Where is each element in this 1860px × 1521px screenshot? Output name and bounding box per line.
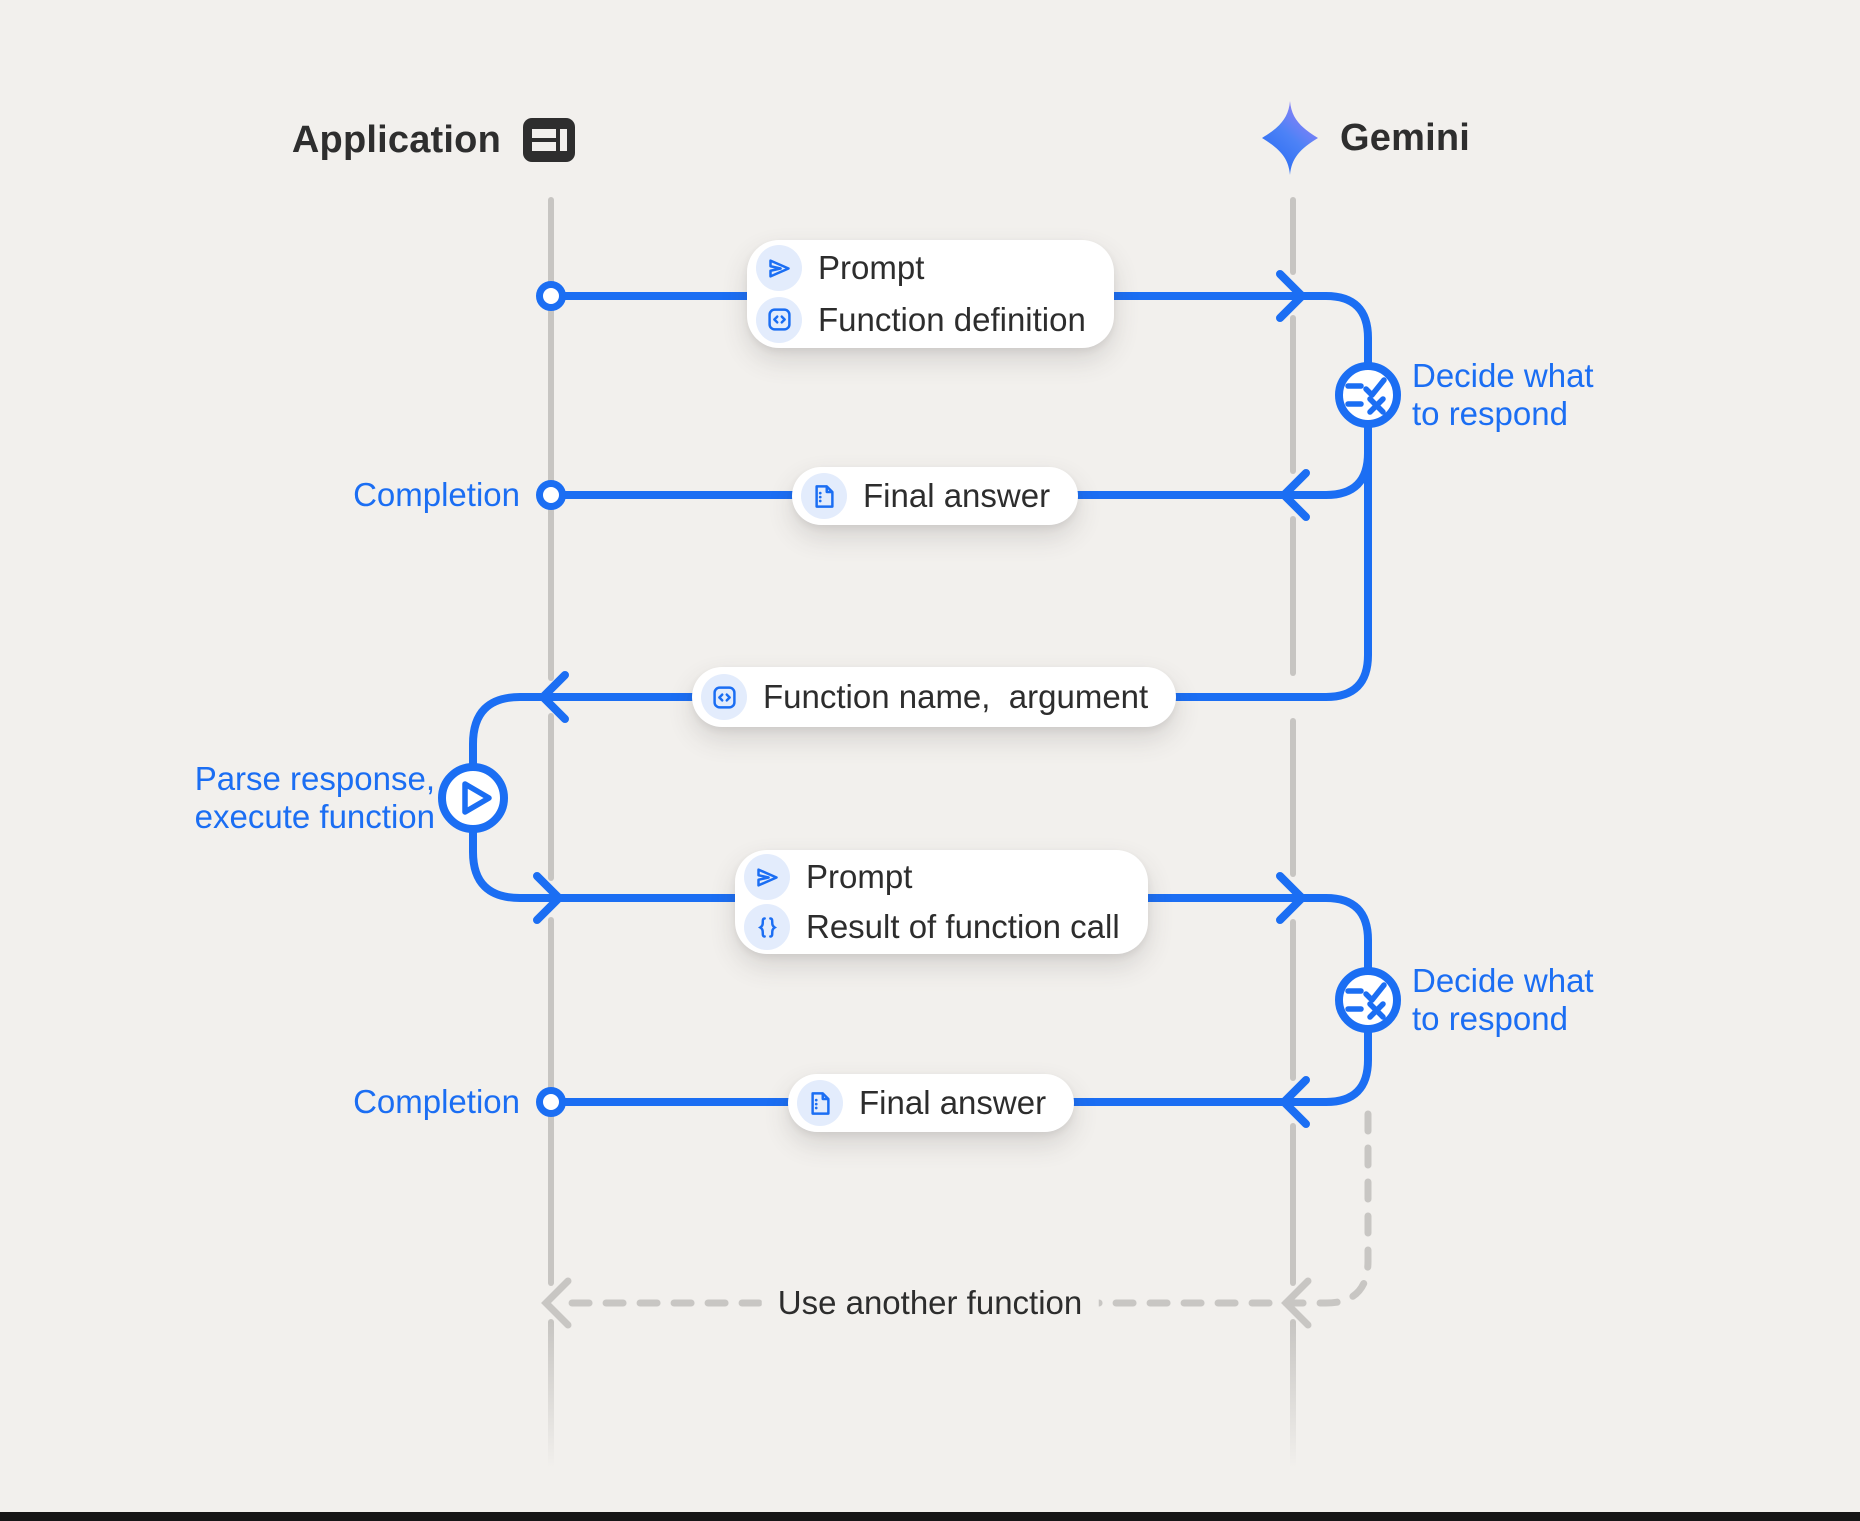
- parse-execute-label: Parse response, execute function: [194, 760, 435, 835]
- arrowhead-left: [1280, 469, 1310, 521]
- pill-label: Prompt: [806, 858, 913, 895]
- pill-label: Final answer: [859, 1084, 1047, 1121]
- application-actor: Application: [0, 112, 575, 168]
- play-icon: [462, 781, 492, 815]
- pill-row: Function definition: [756, 296, 1086, 343]
- code-icon: [701, 674, 747, 720]
- message-pill-prompt-1: Prompt Function definition: [747, 240, 1114, 348]
- bottom-edge-bar: [0, 1512, 1860, 1521]
- app-window-icon: [523, 118, 575, 162]
- arrowhead-right: [533, 872, 563, 924]
- application-label: Application: [291, 118, 501, 161]
- use-another-function-path: [541, 1110, 1372, 1329]
- decide-label-1: Decide what to respond: [1412, 357, 1594, 432]
- pill-label: Result of function call: [806, 908, 1120, 945]
- use-another-function-label: Use another function: [761, 1283, 1099, 1323]
- decide-node-1: [1335, 362, 1401, 428]
- arrowhead-right: [1276, 270, 1306, 322]
- completion-label-1: Completion: [353, 476, 520, 513]
- pill-row: Prompt: [744, 854, 1120, 900]
- pill-row: Result of function call: [744, 904, 1120, 950]
- arrowhead-left: [539, 671, 569, 723]
- code-icon: [756, 296, 802, 343]
- braces-icon: [744, 904, 790, 950]
- gemini-actor: Gemini: [1262, 101, 1470, 175]
- gemini-sparkle-icon: [1262, 101, 1318, 175]
- arrowhead-left: [1280, 1076, 1310, 1128]
- send-icon: [744, 854, 790, 900]
- gray-arrowhead-left: [1281, 1277, 1312, 1329]
- decide-label-2: Decide what to respond: [1412, 962, 1594, 1037]
- document-icon: [797, 1080, 843, 1126]
- pill-row: Final answer: [801, 473, 1050, 519]
- document-icon: [801, 473, 847, 519]
- message-pill-function-name: Function name, argument: [692, 667, 1177, 727]
- message-pill-prompt-2: Prompt Result of function call: [735, 850, 1148, 954]
- message-pill-final-answer-2: Final answer: [788, 1074, 1075, 1132]
- pill-label: Function name, argument: [763, 678, 1149, 715]
- pill-row: Function name, argument: [701, 674, 1148, 720]
- completion-label-2: Completion: [353, 1083, 520, 1120]
- gray-arrowhead-left: [541, 1277, 572, 1329]
- gemini-label: Gemini: [1340, 116, 1471, 159]
- rule-icon: [1345, 377, 1387, 415]
- send-icon: [756, 245, 802, 292]
- decide-node-2: [1335, 967, 1401, 1033]
- origin-circles: [536, 281, 566, 1117]
- pill-label: Function definition: [818, 300, 1086, 338]
- pill-row: Prompt: [756, 245, 1086, 292]
- flow-final-answer-1-branch: [547, 449, 1372, 499]
- pill-row: Final answer: [797, 1080, 1046, 1126]
- execute-node: [438, 763, 508, 833]
- message-pill-final-answer-1: Final answer: [792, 467, 1079, 525]
- arrowhead-right: [1276, 872, 1306, 924]
- pill-label: Prompt: [818, 249, 925, 287]
- rule-icon: [1345, 982, 1387, 1020]
- pill-label: Final answer: [863, 477, 1051, 514]
